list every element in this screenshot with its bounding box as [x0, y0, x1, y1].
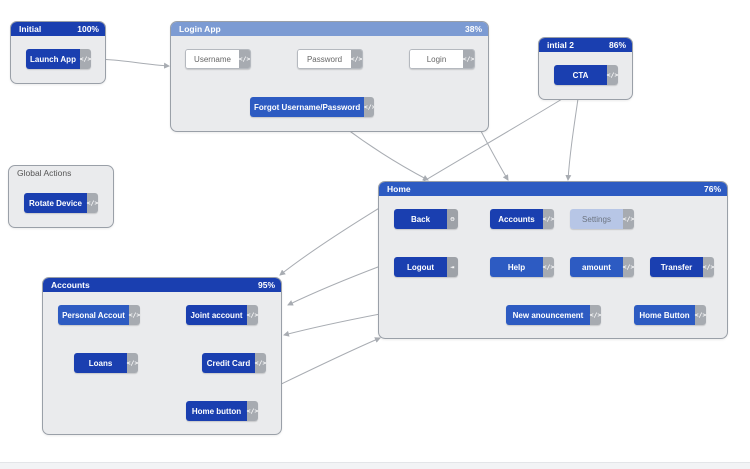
code-icon[interactable]: </>: [463, 50, 474, 68]
code-icon[interactable]: </>: [247, 401, 258, 421]
canvas-bottom-border: [0, 462, 750, 469]
new-announcement-label: New anouncement: [506, 305, 590, 325]
group-initial: Initial 100% Launch App </>: [10, 21, 106, 84]
code-icon[interactable]: </>: [351, 50, 362, 68]
home-button-node[interactable]: Home Button </>: [634, 305, 706, 325]
password-node[interactable]: Password </>: [297, 49, 363, 69]
accounts-label: Accounts: [490, 209, 543, 229]
code-icon[interactable]: </>: [590, 305, 601, 325]
code-icon[interactable]: </>: [127, 353, 138, 373]
code-icon[interactable]: </>: [80, 49, 91, 69]
code-icon[interactable]: </>: [623, 257, 634, 277]
joint-account-label: Joint account: [186, 305, 247, 325]
username-node[interactable]: Username </>: [185, 49, 251, 69]
group-initial-header: Initial 100%: [11, 22, 105, 36]
joint-account-button[interactable]: Joint account </>: [186, 305, 258, 325]
logout-button[interactable]: Logout ⇥: [394, 257, 458, 277]
rotate-device-button[interactable]: Rotate Device </>: [24, 193, 98, 213]
code-icon[interactable]: </>: [543, 257, 554, 277]
code-icon[interactable]: </>: [87, 193, 98, 213]
settings-button[interactable]: Settings </>: [570, 209, 634, 229]
group-global-actions: Global Actions Rotate Device </>: [8, 165, 114, 228]
group-login-header: Login App 38%: [171, 22, 488, 36]
group-login-percent: 38%: [464, 24, 482, 34]
rotate-device-label: Rotate Device: [24, 193, 87, 213]
group-initial2-header: intial 2 86%: [539, 38, 632, 52]
accounts-button[interactable]: Accounts </>: [490, 209, 554, 229]
group-initial-percent: 100%: [77, 24, 99, 34]
launch-app-button[interactable]: Launch App </>: [26, 49, 91, 69]
group-accounts: Accounts 95% Personal Accout </> Joint a…: [42, 277, 282, 435]
credit-card-button[interactable]: Credit Card </>: [202, 353, 266, 373]
new-announcement-button[interactable]: New anouncement </>: [506, 305, 601, 325]
group-global-header: Global Actions: [9, 166, 113, 180]
logout-label: Logout: [394, 257, 447, 277]
group-initial2-title: intial 2: [547, 40, 574, 50]
personal-account-label: Personal Accout: [58, 305, 129, 325]
group-initial-title: Initial: [19, 24, 42, 34]
transfer-label: Transfer: [650, 257, 703, 277]
help-label: Help: [490, 257, 543, 277]
circle-minus-icon[interactable]: ⊖: [447, 209, 458, 229]
group-home-title: Home: [387, 184, 411, 194]
group-initial2-percent: 86%: [608, 40, 626, 50]
back-label: Back: [394, 209, 447, 229]
login-node[interactable]: Login </>: [409, 49, 475, 69]
code-icon[interactable]: </>: [543, 209, 554, 229]
forgot-label: Forgot Username/Password: [250, 97, 365, 117]
group-accounts-title: Accounts: [51, 280, 90, 290]
settings-label: Settings: [570, 209, 623, 229]
code-icon[interactable]: </>: [703, 257, 714, 277]
exit-icon[interactable]: ⇥: [447, 257, 458, 277]
code-icon[interactable]: </>: [695, 305, 706, 325]
loans-button[interactable]: Loans </>: [74, 353, 138, 373]
group-accounts-header: Accounts 95%: [43, 278, 281, 292]
group-home-header: Home 76%: [379, 182, 727, 196]
home-button-small-label: Home button: [186, 401, 247, 421]
group-initial-2: intial 2 86% CTA </>: [538, 37, 633, 100]
credit-card-label: Credit Card: [202, 353, 255, 373]
transfer-button[interactable]: Transfer </>: [650, 257, 714, 277]
home-button-accounts[interactable]: Home button </>: [186, 401, 258, 421]
home-button-label: Home Button: [634, 305, 695, 325]
personal-account-button[interactable]: Personal Accout </>: [58, 305, 140, 325]
group-global-title: Global Actions: [17, 168, 72, 178]
group-accounts-percent: 95%: [257, 280, 275, 290]
code-icon[interactable]: </>: [247, 305, 258, 325]
cta-button[interactable]: CTA </>: [554, 65, 618, 85]
code-icon[interactable]: </>: [364, 97, 374, 117]
amount-label: amount: [570, 257, 623, 277]
code-icon[interactable]: </>: [129, 305, 140, 325]
loans-label: Loans: [74, 353, 127, 373]
code-icon[interactable]: </>: [607, 65, 618, 85]
back-button[interactable]: Back ⊖: [394, 209, 458, 229]
cta-label: CTA: [554, 65, 607, 85]
code-icon[interactable]: </>: [239, 50, 250, 68]
username-label: Username: [186, 50, 239, 68]
group-login-title: Login App: [179, 24, 221, 34]
launch-app-label: Launch App: [26, 49, 80, 69]
group-home-percent: 76%: [703, 184, 721, 194]
password-label: Password: [298, 50, 351, 68]
login-label: Login: [410, 50, 463, 68]
amount-button[interactable]: amount </>: [570, 257, 634, 277]
code-icon[interactable]: </>: [623, 209, 634, 229]
group-home: Home 76% Back ⊖ Accounts </> Settings </…: [378, 181, 728, 339]
code-icon[interactable]: </>: [255, 353, 266, 373]
group-login-app: Login App 38% Username </> Password </> …: [170, 21, 489, 132]
forgot-username-password-button[interactable]: Forgot Username/Password </>: [250, 97, 374, 117]
help-button[interactable]: Help </>: [490, 257, 554, 277]
